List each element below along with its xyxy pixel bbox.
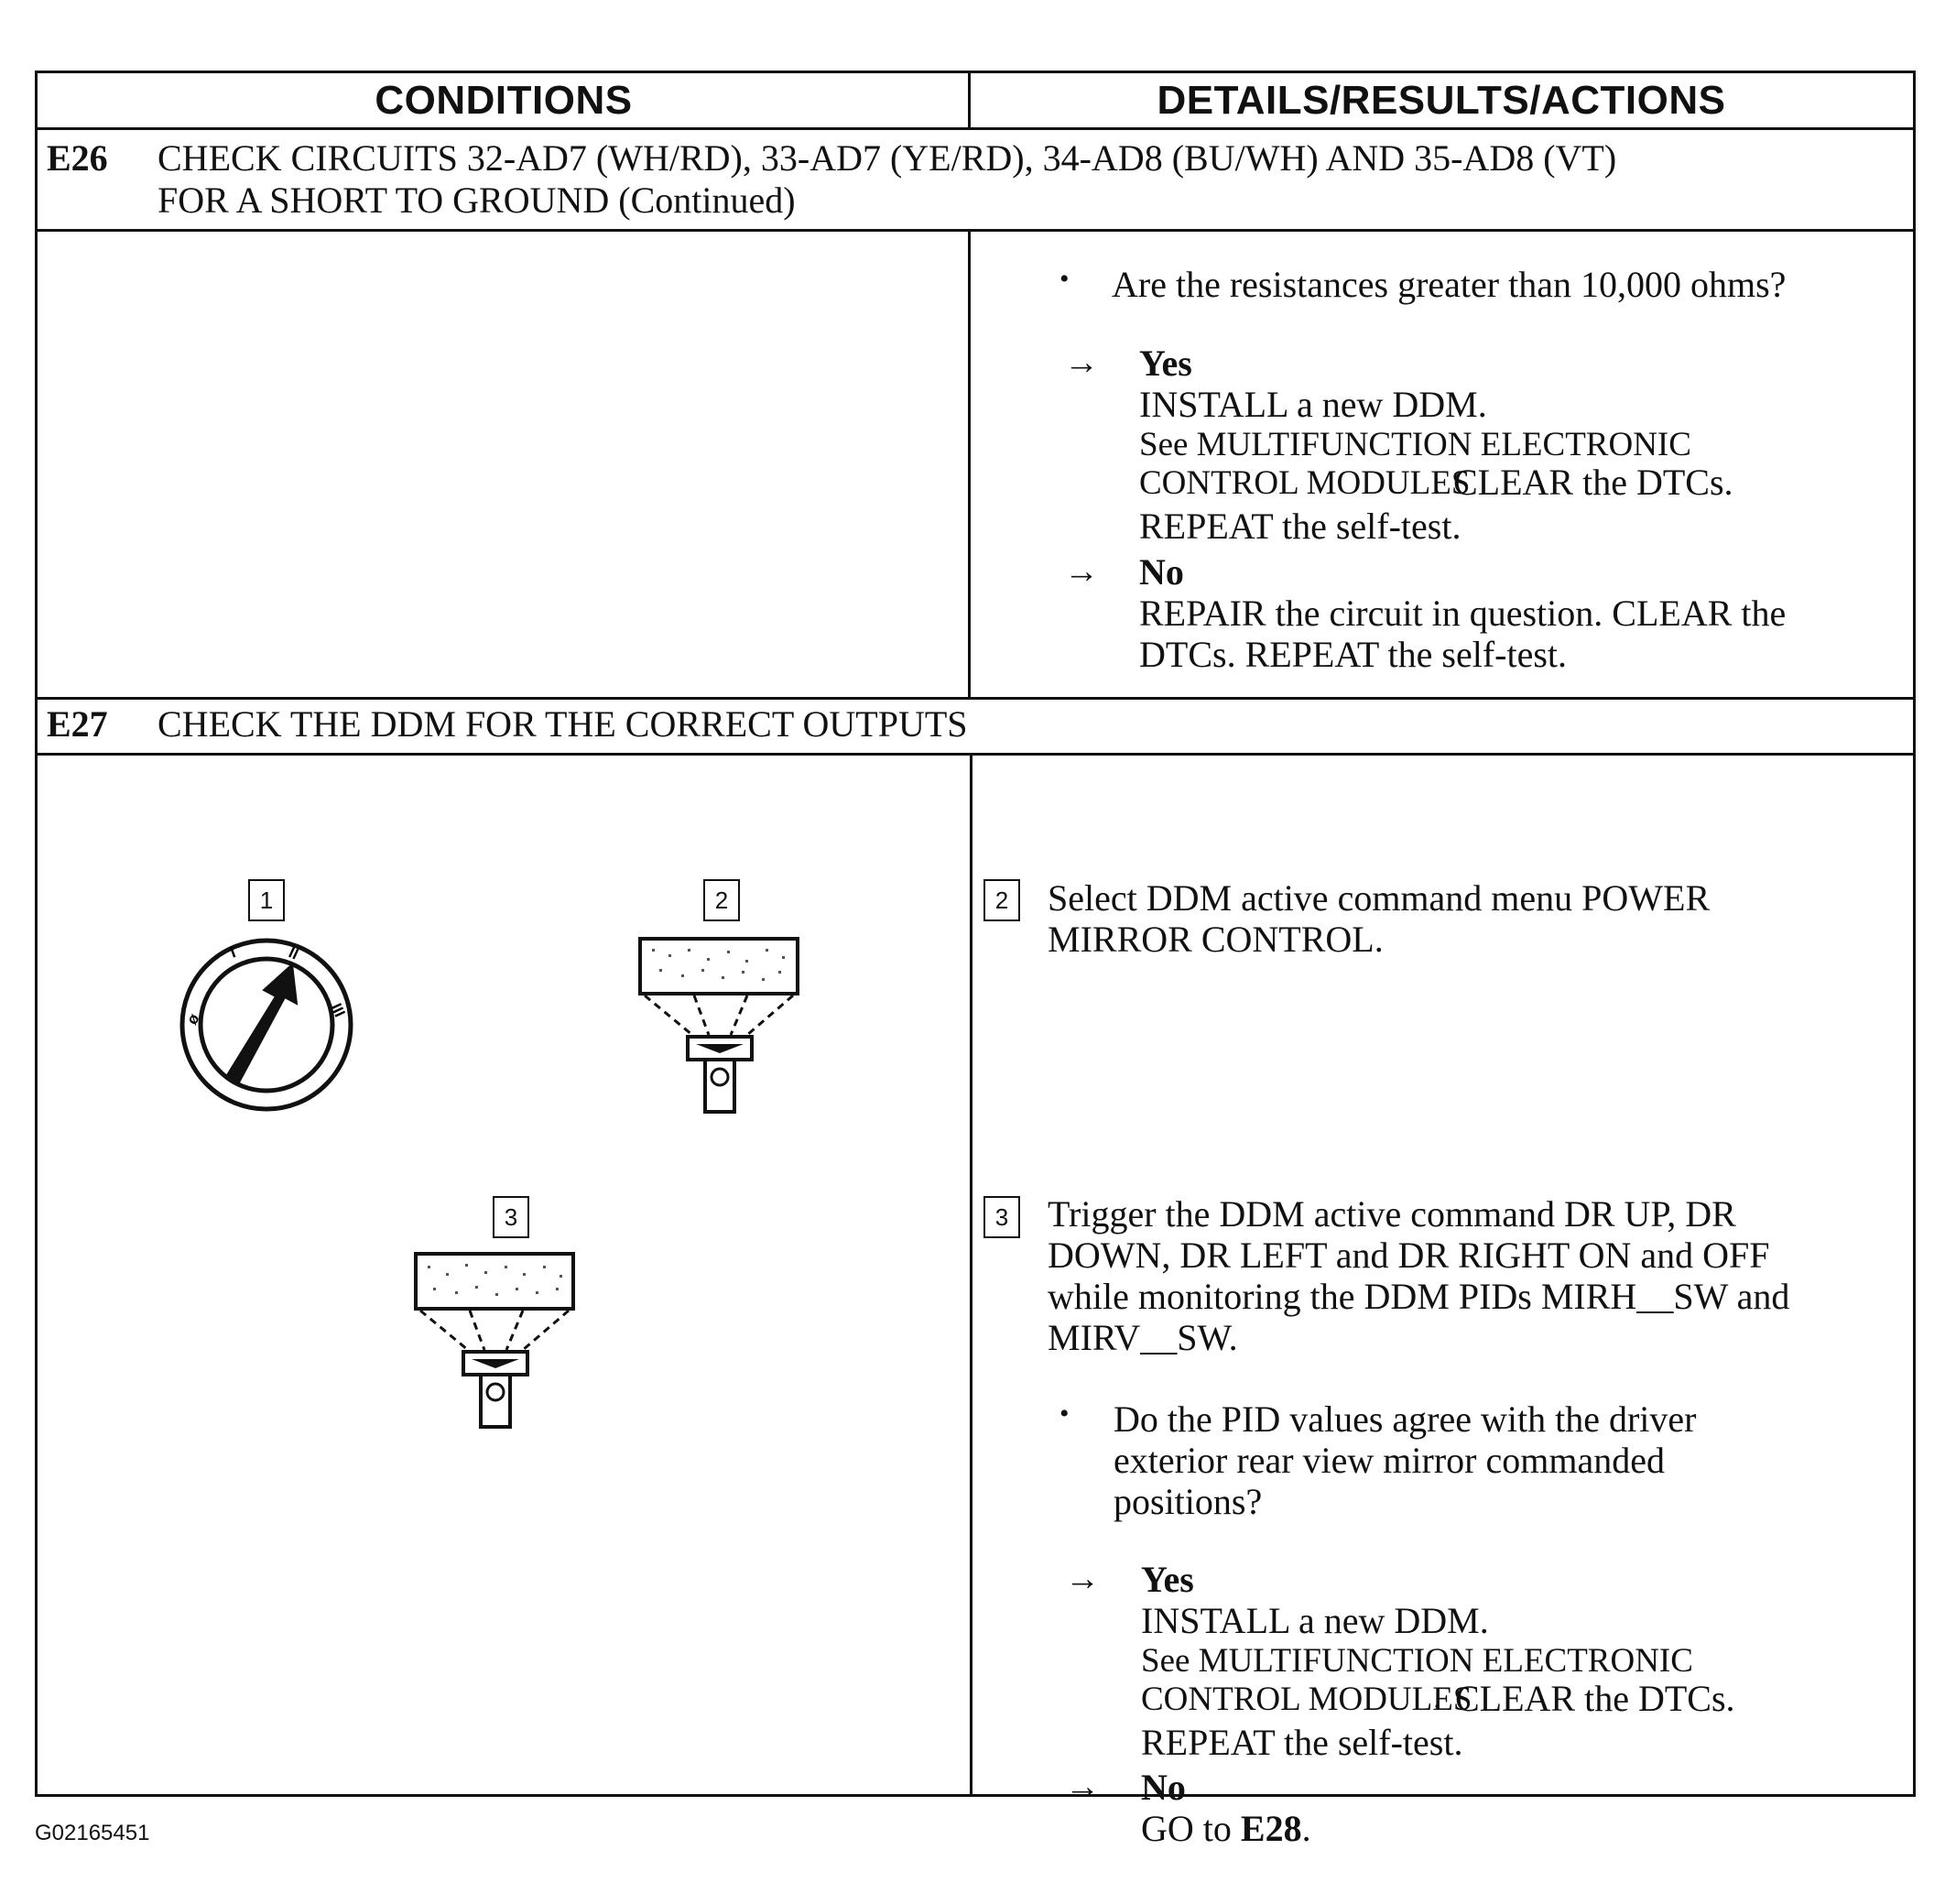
e27-yes-arrow: → xyxy=(1065,1560,1100,1598)
e27-no-label: No xyxy=(1141,1767,1186,1808)
scan-tool-icon xyxy=(638,937,799,1114)
e27-yes-label: Yes xyxy=(1141,1559,1194,1600)
e26-title-line1: CHECK CIRCUITS 32-AD7 (WH/RD), 33-AD7 (Y… xyxy=(158,137,1617,179)
step3-line4: MIRV__SW. xyxy=(1048,1317,1238,1358)
e26-yes-label: Yes xyxy=(1139,343,1192,384)
e27-no-action-link: E28 xyxy=(1240,1808,1302,1849)
ignition-pointer xyxy=(225,962,299,1084)
e26-bottom-rule xyxy=(38,697,1913,700)
e27-yes-see-1: See MULTIFUNCTION ELECTRONIC xyxy=(1141,1642,1693,1680)
e27-yes-repeat: REPEAT the self-test. xyxy=(1141,1722,1463,1763)
step3-line2: DOWN, DR LEFT and DR RIGHT ON and OFF xyxy=(1048,1235,1770,1276)
e26-no-action-2: DTCs. REPEAT the self-test. xyxy=(1139,634,1568,675)
e26-title: E26 CHECK CIRCUITS 32-AD7 (WH/RD), 33-AD… xyxy=(38,137,1906,229)
conditions-header: CONDITIONS xyxy=(375,78,633,123)
e26-yes-arrow: → xyxy=(1064,343,1099,382)
e27-details: 2 Select DDM active command menu POWER M… xyxy=(972,753,1913,1849)
e26-yes-action: INSTALL a new DDM. xyxy=(1139,384,1487,425)
e27-no-action: GO to E28. xyxy=(1141,1808,1311,1849)
callout-2: 2 xyxy=(703,879,740,921)
e27-no-arrow: → xyxy=(1065,1768,1100,1806)
e26-no-arrow: → xyxy=(1064,552,1099,591)
figure-id: G02165451 xyxy=(35,1821,150,1845)
e26-title-rule xyxy=(38,229,1913,232)
e26-title-line2: FOR A SHORT TO GROUND (Continued) xyxy=(158,180,796,221)
e26-bullet: • xyxy=(1059,264,1070,294)
scan-tool-icon xyxy=(414,1252,575,1429)
e26-question: Are the resistances greater than 10,000 … xyxy=(1112,264,1787,305)
e26-yes-see-2a: CONTROL MODULES xyxy=(1139,464,1471,502)
e27-conditions: 1 ø I II III 2 xyxy=(38,753,968,1797)
step3-line1: Trigger the DDM active command DR UP, DR xyxy=(1048,1193,1736,1235)
step2-line2: MIRROR CONTROL. xyxy=(1048,919,1384,960)
e27-no-action-prefix: GO to xyxy=(1141,1808,1241,1849)
e26-divider xyxy=(968,229,971,697)
procedure-table: CONDITIONS DETAILS/RESULTS/ACTIONS E26 C… xyxy=(35,71,1916,1849)
ignition-pos-2: II xyxy=(286,943,301,963)
callout-3: 3 xyxy=(493,1196,529,1238)
e26-yes-repeat: REPEAT the self-test. xyxy=(1139,506,1461,547)
e27-yes-action: INSTALL a new DDM. xyxy=(1141,1600,1489,1641)
e26-yes-see-2b: CLEAR the DTCs. xyxy=(1453,462,1733,503)
step3-callout: 3 xyxy=(983,1196,1020,1238)
e26-yes-see-sep: . xyxy=(1432,464,1441,502)
e27-yes-see-2b: CLEAR the DTCs. xyxy=(1455,1678,1735,1719)
e27-no-action-suffix: . xyxy=(1301,1808,1311,1849)
step2-callout: 2 xyxy=(983,879,1020,921)
e26-yes-see-1: See MULTIFUNCTION ELECTRONIC xyxy=(1139,426,1691,463)
header-divider xyxy=(968,73,971,127)
ignition-pos-1: I xyxy=(228,943,238,961)
e26-no-label: No xyxy=(1139,551,1184,593)
e27-question-line2: exterior rear view mirror commanded xyxy=(1114,1440,1665,1481)
e27-yes-see-sep: . xyxy=(1433,1679,1442,1716)
e27-yes-see-2a: CONTROL MODULES xyxy=(1141,1681,1472,1718)
e27-question-line3: positions? xyxy=(1114,1481,1263,1522)
ignition-switch-icon: ø I II III xyxy=(179,938,353,1112)
e27-title-text: CHECK THE DDM FOR THE CORRECT OUTPUTS xyxy=(158,703,968,745)
step3-line3: while monitoring the DDM PIDs MIRH__SW a… xyxy=(1048,1276,1790,1317)
callout-1: 1 xyxy=(248,879,285,921)
e27-question-line1: Do the PID values agree with the driver xyxy=(1114,1398,1697,1440)
e27-title: E27 CHECK THE DDM FOR THE CORRECT OUTPUT… xyxy=(38,703,1906,749)
e26-details: • Are the resistances greater than 10,00… xyxy=(970,229,1913,697)
step2-line1: Select DDM active command menu POWER xyxy=(1048,877,1711,919)
e26-no-action-1: REPAIR the circuit in question. CLEAR th… xyxy=(1139,593,1787,634)
e27-title-rule xyxy=(38,753,1913,756)
e27-bullet: • xyxy=(1059,1398,1070,1429)
e27-number: E27 xyxy=(47,703,108,745)
e27-divider xyxy=(970,753,972,1797)
header-rule xyxy=(38,127,1913,130)
e26-number: E26 xyxy=(47,137,108,179)
details-header: DETAILS/RESULTS/ACTIONS xyxy=(1157,78,1726,123)
